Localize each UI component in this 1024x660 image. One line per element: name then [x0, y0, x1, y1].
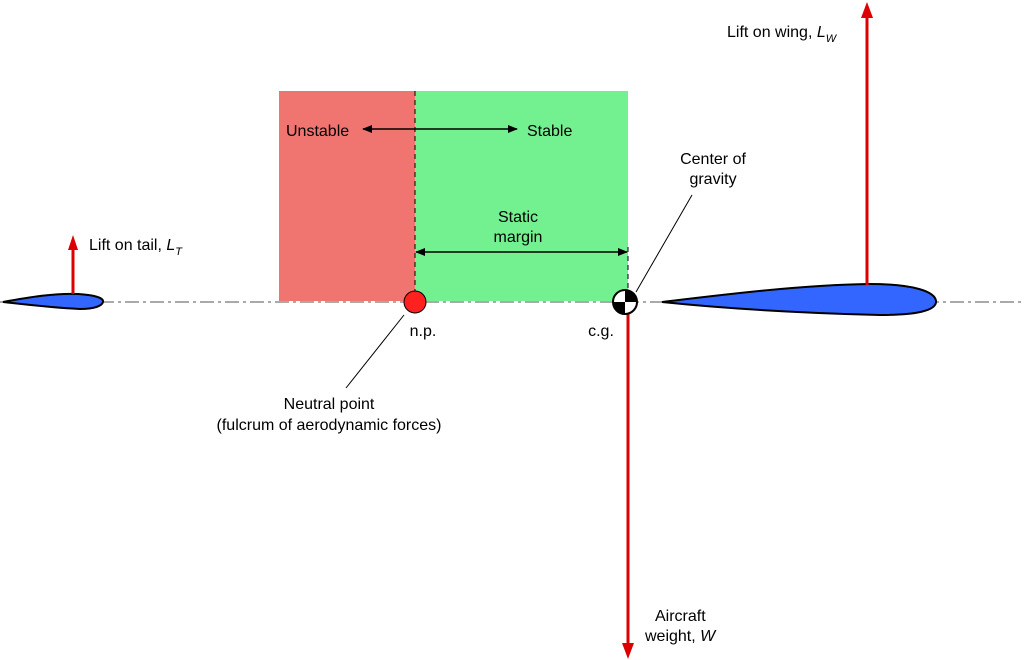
wing-lift-arrowhead: [861, 2, 873, 18]
static-margin-label-line1: Static: [498, 209, 538, 226]
weight-arrowhead: [622, 643, 634, 659]
neutral-point-label-line1: Neutral point: [284, 396, 375, 413]
center-of-gravity-label-line1: Center of: [680, 151, 746, 168]
neutral-point-label-line2: (fulcrum of aerodynamic forces): [217, 417, 442, 434]
static-margin-label-line2: margin: [494, 229, 543, 246]
lift-on-wing-label: Lift on wing, LW: [727, 24, 838, 45]
neutral-point-marker: [403, 290, 427, 314]
stable-label: Stable: [527, 123, 572, 140]
aircraft-weight-label-line1: Aircraft: [655, 608, 706, 625]
cg-label: c.g.: [588, 323, 614, 340]
tail-lift-arrowhead: [68, 235, 78, 250]
np-label: n.p.: [410, 323, 437, 340]
center-of-gravity-label-line2: gravity: [689, 171, 736, 188]
stable-region: [415, 91, 628, 301]
tail-airfoil: [2, 292, 105, 311]
cg-leader-line: [635, 194, 693, 293]
aircraft-weight-label-line2: weight, W: [644, 628, 717, 645]
lift-on-tail-label: Lift on tail, LT: [89, 237, 183, 258]
center-of-gravity-symbol: [612, 289, 638, 315]
np-leader-line: [345, 314, 405, 389]
wing-airfoil: [661, 282, 937, 317]
unstable-label: Unstable: [286, 123, 349, 140]
